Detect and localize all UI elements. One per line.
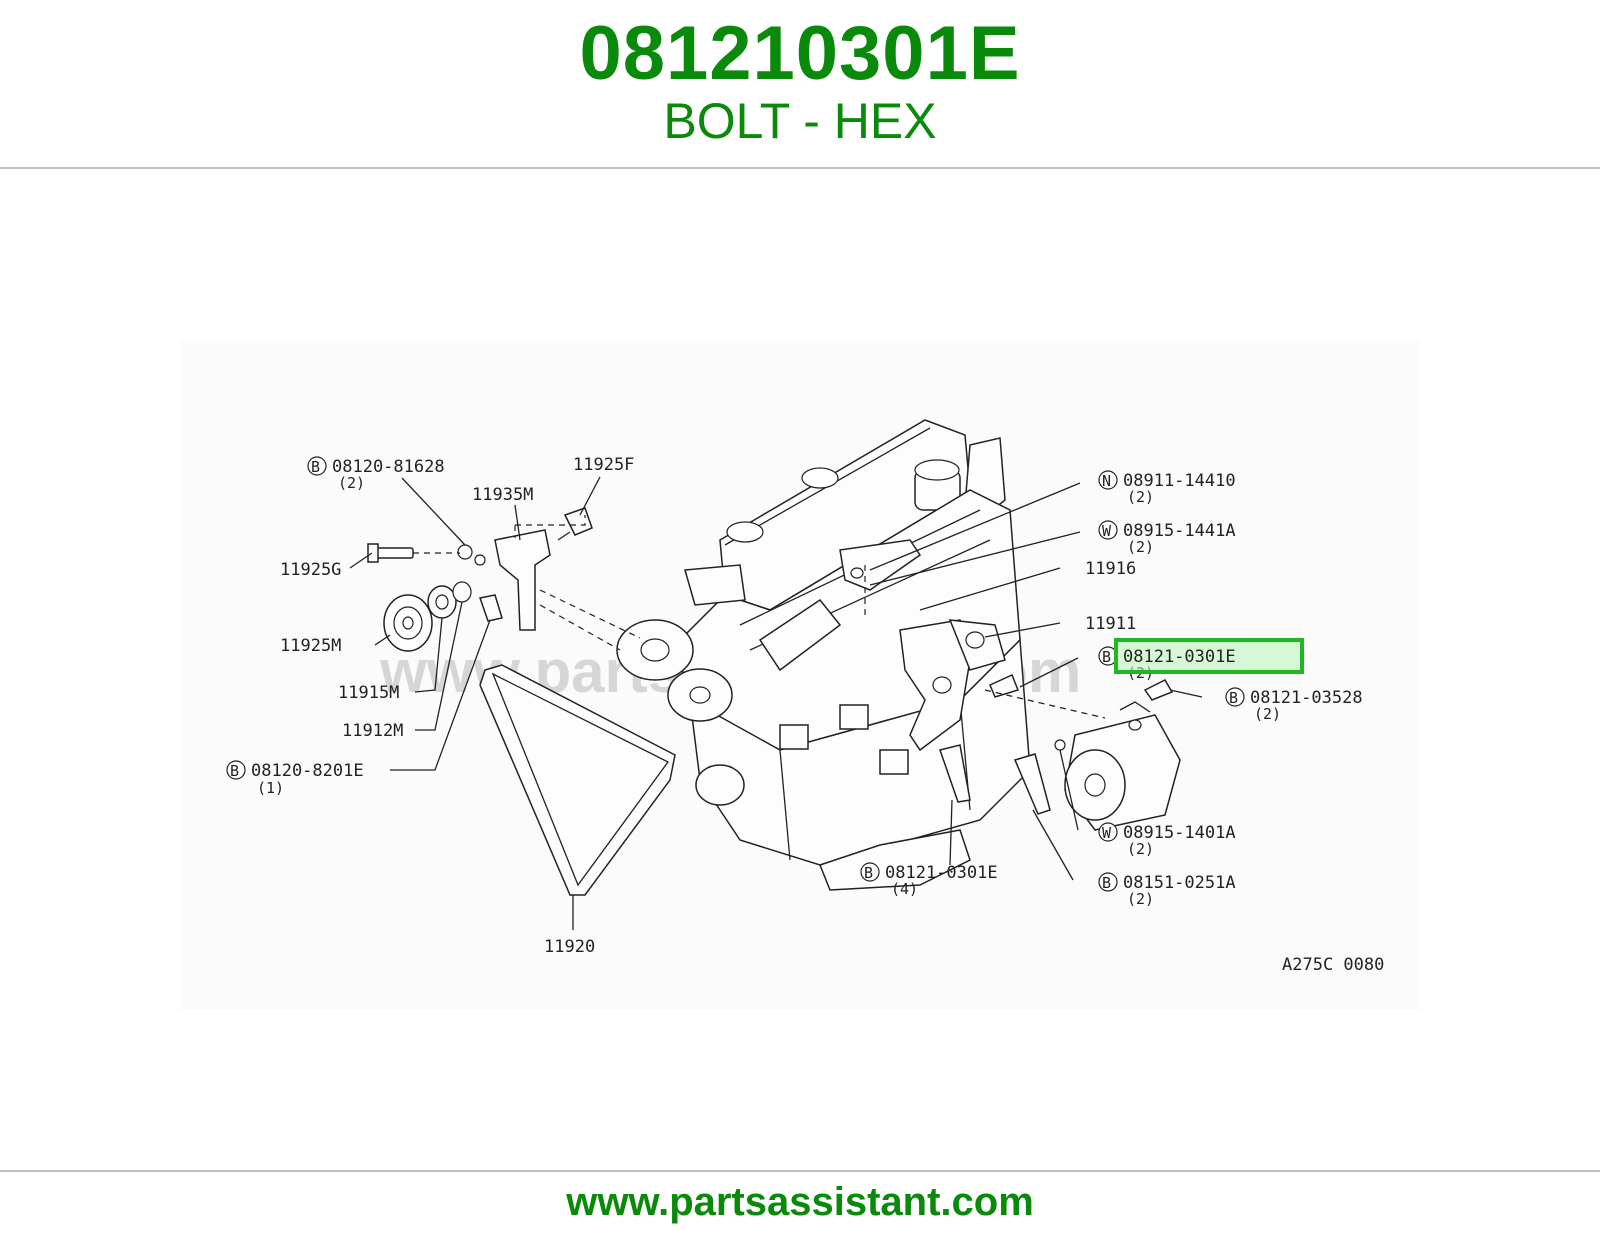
callout-prefix: B (1229, 689, 1238, 707)
header-divider (0, 167, 1600, 169)
callout-08121-03528[interactable]: B 08121-03528 (2) (1225, 687, 1363, 723)
callout-11925F[interactable]: 11925F (573, 455, 634, 475)
callout-prefix: B (230, 762, 239, 780)
callout-prefix: B (1102, 874, 1111, 892)
callout-prefix: N (1102, 472, 1111, 490)
callout-code: 08120-8201E (251, 761, 364, 781)
callout-code: 11912M (342, 721, 403, 741)
callout-prefix: B (1102, 648, 1111, 666)
footer-website-link[interactable]: www.partsassistant.com (566, 1180, 1034, 1224)
callout-08911-14410[interactable]: N 08911-14410 (2) (1098, 470, 1236, 506)
callout-code: 11916 (1085, 559, 1136, 579)
header: 081210301E BOLT - HEX (0, 0, 1600, 168)
callout-11935M[interactable]: 11935M (472, 485, 533, 505)
callout-code: 11915M (338, 683, 399, 703)
callout-qty: (2) (1127, 890, 1154, 908)
idler-bracket-illustration (367, 507, 1106, 719)
leader-lines (349, 476, 1203, 930)
callout-11925M[interactable]: 11925M (280, 636, 341, 656)
callout-prefix: B (864, 864, 873, 882)
callout-08120-8201E[interactable]: B 08120-8201E (1) (226, 760, 364, 797)
selected-part-highlight (1114, 638, 1304, 674)
callout-qty: (2) (1127, 538, 1154, 556)
callout-11912M[interactable]: 11912M (342, 721, 403, 741)
callout-code: 08120-81628 (332, 457, 445, 477)
callout-11911[interactable]: 11911 (1085, 614, 1136, 634)
v-belt-illustration (479, 664, 676, 896)
callout-code: 11925M (280, 636, 341, 656)
callout-code: 11911 (1085, 614, 1136, 634)
callout-11916[interactable]: 11916 (1085, 559, 1136, 579)
callout-08121-0301E-qty4[interactable]: B 08121-0301E (4) (860, 862, 998, 898)
callout-11920[interactable]: 11920 (544, 937, 595, 957)
callout-qty: (2) (1254, 705, 1281, 723)
part-description: BOLT - HEX (663, 93, 937, 149)
callout-qty: (2) (338, 474, 365, 492)
callout-code: 08121-0301E (885, 863, 998, 883)
callout-qty: (2) (1127, 488, 1154, 506)
diagram-reference-code: A275C 0080 (1282, 955, 1384, 975)
callout-08915-1401A[interactable]: W 08915-1401A (2) (1098, 822, 1236, 858)
callout-qty: (4) (891, 880, 918, 898)
callout-11915M[interactable]: 11915M (338, 683, 399, 703)
callout-prefix: B (311, 458, 320, 476)
part-number-title: 081210301E (579, 11, 1021, 96)
callout-qty: (1) (257, 779, 284, 797)
diagram-svg: www.partsassistant.com (180, 340, 1420, 1010)
callout-qty: (2) (1127, 840, 1154, 858)
callout-code: 08151-0251A (1123, 873, 1236, 893)
callout-08120-81628[interactable]: B 08120-81628 (2) (307, 456, 445, 492)
callout-code: 08121-0301E (1123, 647, 1236, 667)
footer-divider (0, 1170, 1600, 1172)
callout-08151-0251A[interactable]: B 08151-0251A (2) (1098, 872, 1236, 908)
callout-prefix: W (1102, 824, 1112, 842)
callout-prefix: W (1102, 522, 1112, 540)
callout-11925G[interactable]: 11925G (280, 560, 341, 580)
callout-code: 11920 (544, 937, 595, 957)
callout-08121-0301E-highlighted[interactable]: B (2) 08121-0301E (1098, 638, 1304, 682)
callout-code: 08121-03528 (1250, 688, 1363, 708)
callout-code: 11925G (280, 560, 341, 580)
callout-code: 11925F (573, 455, 634, 475)
engine-block-illustration (616, 419, 1031, 891)
callout-code: 08911-14410 (1123, 471, 1236, 491)
callout-08915-1441A[interactable]: W 08915-1441A (2) (1098, 520, 1236, 556)
callout-code: 08915-1441A (1123, 521, 1236, 541)
callout-code: 11935M (472, 485, 533, 505)
callout-code: 08915-1401A (1123, 823, 1236, 843)
parts-diagram: www.partsassistant.com (180, 340, 1420, 1010)
alternator-illustration (939, 673, 1181, 831)
